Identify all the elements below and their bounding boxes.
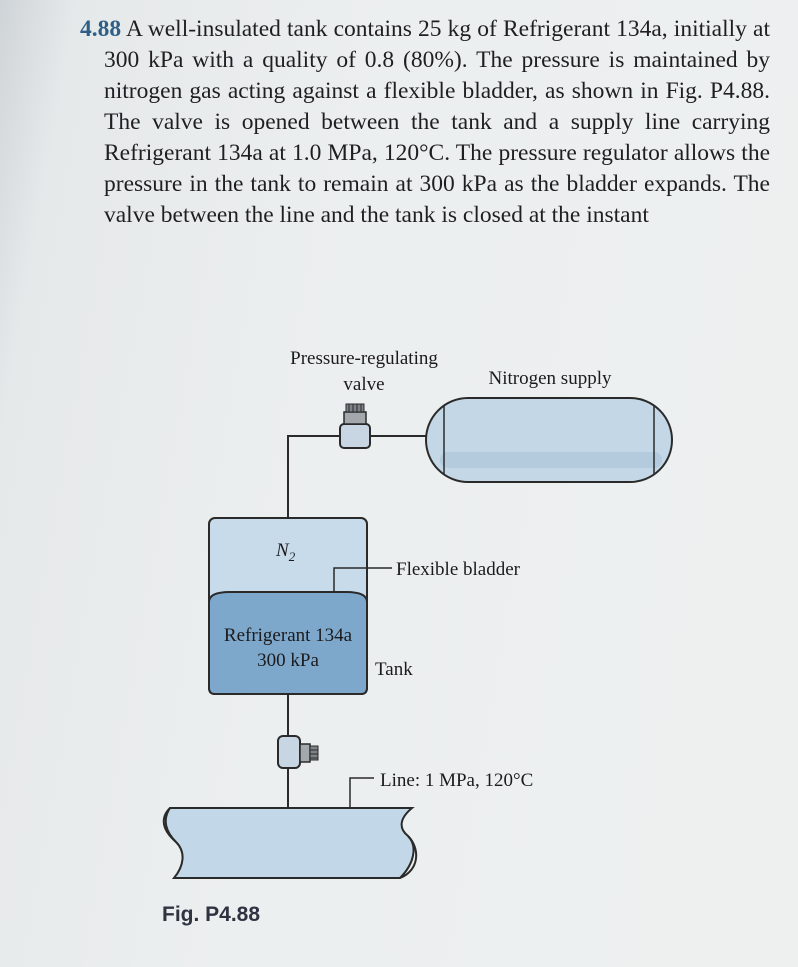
nitrogen-supply-label: Nitrogen supply [489, 368, 612, 389]
line-valve [277, 735, 319, 769]
tank-label: Tank [375, 659, 413, 680]
problem-statement: 4.88 A well-insulated tank contains 25 k… [80, 14, 770, 231]
problem-paragraph: 4.88 A well-insulated tank contains 25 k… [80, 14, 770, 231]
n2-label: N2 [275, 540, 296, 564]
figure-caption: Fig. P4.88 [162, 903, 260, 926]
flexible-bladder-label: Flexible bladder [396, 559, 521, 580]
problem-text: A well-insulated tank contains 25 kg of … [104, 16, 770, 228]
regulator-label-line1: Pressure-regulating [290, 348, 438, 369]
pressure-regulating-valve [339, 403, 371, 449]
tank-to-regulator-pipe [287, 435, 340, 518]
refrigerant-region [208, 591, 368, 695]
tank-pressure-label: 300 kPa [257, 650, 319, 671]
refrigerant-label: Refrigerant 134a [224, 625, 353, 646]
nitrogen-supply-cylinder [425, 397, 673, 483]
problem-number: 4.88 [80, 16, 122, 42]
supply-line-pipe [164, 807, 415, 879]
regulator-label-line2: valve [343, 374, 384, 395]
bladder-leader-line [333, 567, 392, 592]
line-leader-line [349, 777, 374, 808]
line-label: Line: 1 MPa, 120°C [380, 770, 533, 791]
